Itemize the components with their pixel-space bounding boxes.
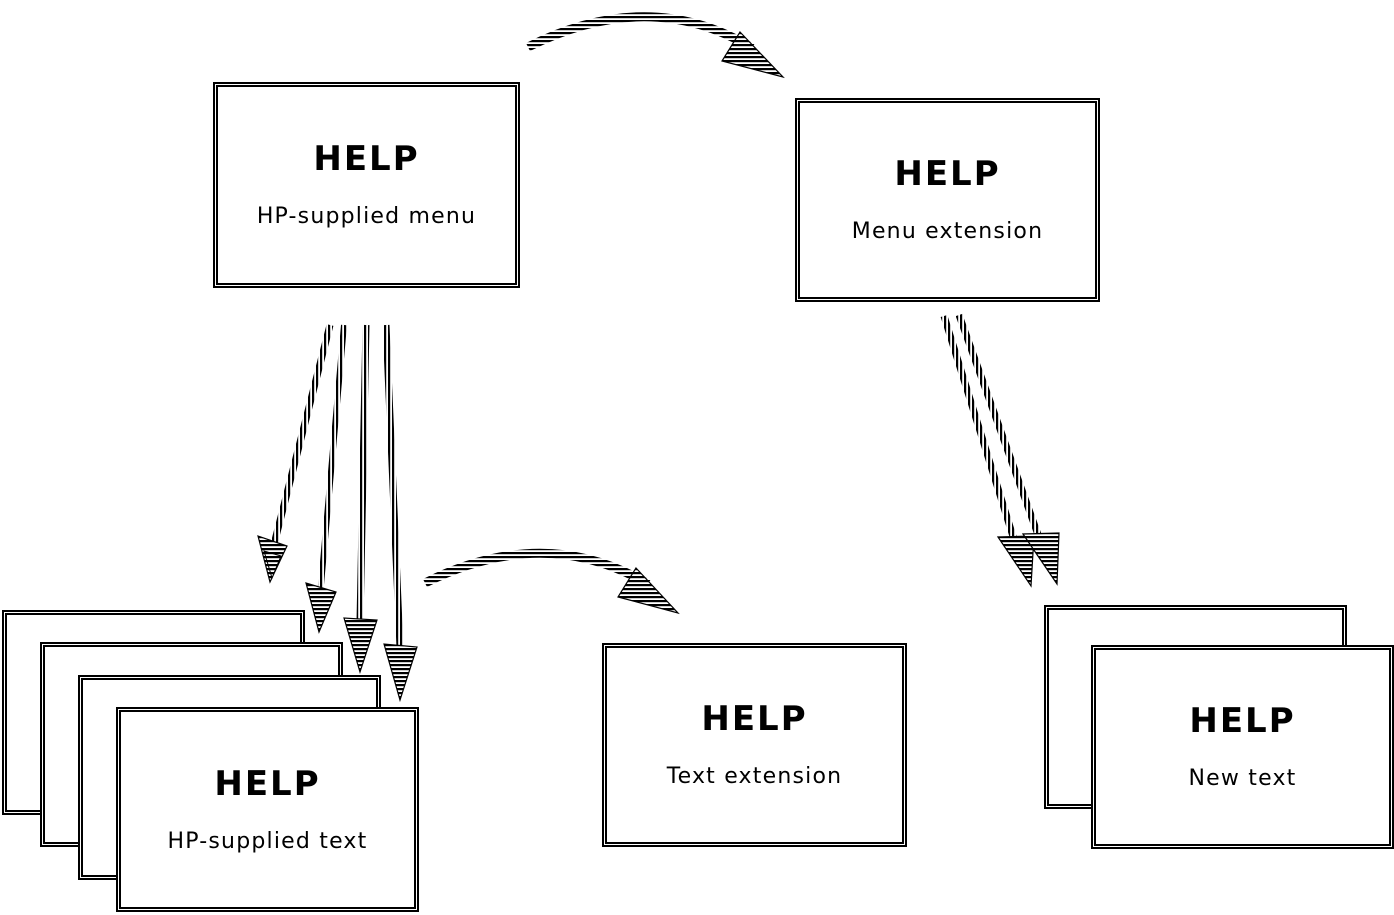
card-subtitle: HP-supplied menu (256, 204, 477, 229)
card-subtitle: Text extension (666, 764, 843, 789)
card-text-extension[interactable]: HELP Text extension (602, 643, 907, 847)
arrow-text-to-text-extension (422, 548, 680, 615)
card-menu-extension[interactable]: HELP Menu extension (795, 98, 1100, 302)
arrow-menu-to-text-1 (257, 324, 334, 584)
card-subtitle: New text (1188, 766, 1297, 791)
card-hp-supplied-text[interactable]: HELP HP-supplied text (116, 707, 419, 912)
arrow-menu-to-text-2 (305, 324, 347, 634)
card-title: HELP (701, 699, 808, 739)
card-subtitle: Menu extension (851, 219, 1044, 244)
card-title: HELP (214, 763, 321, 804)
arrow-menu-extension-to-new-text-1 (940, 314, 1035, 588)
arrow-menu-to-menu-extension (525, 12, 785, 79)
card-title: HELP (894, 154, 1001, 194)
card-new-text[interactable]: HELP New text (1091, 645, 1394, 849)
card-subtitle: HP-supplied text (167, 828, 368, 854)
arrow-menu-to-text-3 (343, 324, 378, 675)
arrow-menu-extension-to-new-text-2 (955, 313, 1060, 586)
arrow-menu-to-text-4 (382, 324, 418, 703)
card-title: HELP (313, 139, 420, 179)
card-hp-supplied-menu[interactable]: HELP HP-supplied menu (213, 82, 520, 288)
card-title: HELP (1189, 701, 1296, 741)
